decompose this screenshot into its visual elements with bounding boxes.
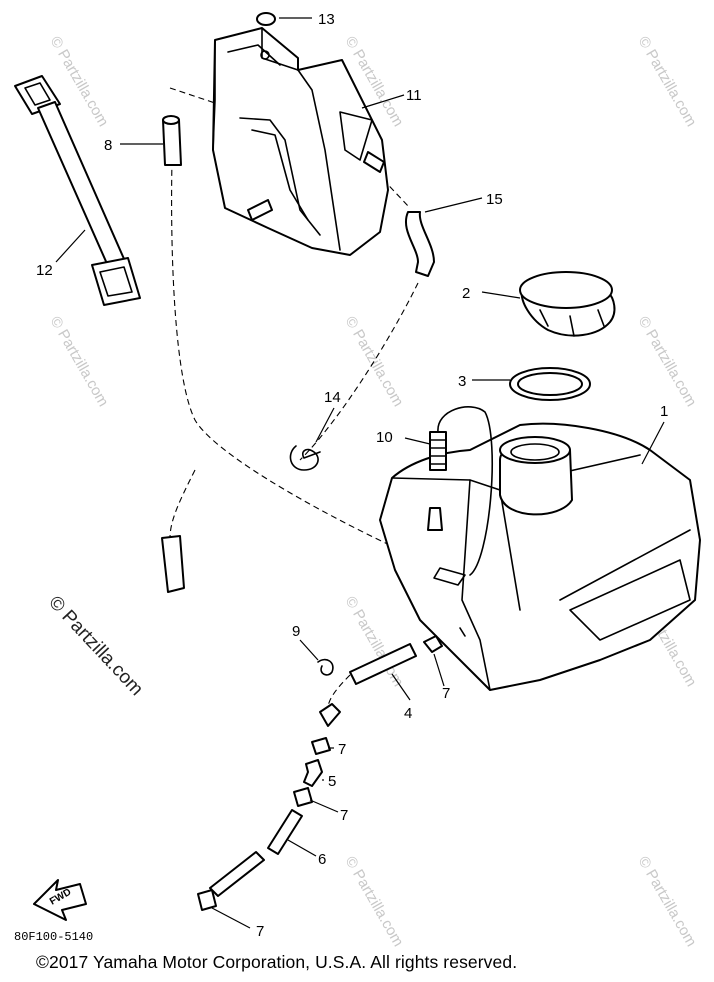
callout-4: 4 xyxy=(404,705,412,722)
callout-7: 7 xyxy=(338,741,346,758)
callout-15: 15 xyxy=(486,191,503,208)
hose-clamps-7 xyxy=(197,635,443,911)
watermark-text: © Partzilla.com xyxy=(342,854,407,950)
callout-9: 9 xyxy=(292,623,300,640)
fuel-tank xyxy=(379,422,701,691)
leader-lines xyxy=(55,17,665,929)
watermark-text: © Partzilla.com xyxy=(47,314,112,410)
fwd-arrow: FWD xyxy=(33,879,87,921)
filler-gasket xyxy=(509,367,591,401)
callout-3: 3 xyxy=(458,373,466,390)
watermark-text: © Partzilla.com xyxy=(635,314,700,410)
hose-clip-9 xyxy=(317,658,334,676)
callout-2: 2 xyxy=(462,285,470,302)
copyright-notice: ©2017 Yamaha Motor Corporation, U.S.A. A… xyxy=(36,952,518,972)
callout-10: 10 xyxy=(376,429,393,446)
reserve-tank xyxy=(212,27,389,256)
callout-labels: 13 11 8 15 12 2 3 1 14 10 9 7 4 7 5 7 6 … xyxy=(36,11,668,940)
filler-cap xyxy=(519,271,616,337)
watermark-text: © Partzilla.com xyxy=(635,854,700,950)
watermark-text: © Partzilla.com xyxy=(635,34,700,130)
callout-11: 11 xyxy=(406,87,422,104)
reserve-tank-cap xyxy=(256,12,276,26)
callout-14: 14 xyxy=(324,389,341,406)
callout-13: 13 xyxy=(318,11,335,28)
callout-5: 5 xyxy=(328,773,336,790)
callout-6: 6 xyxy=(318,851,326,868)
tank-strap xyxy=(14,75,141,306)
hose-clip-14 xyxy=(289,445,321,471)
callout-12: 12 xyxy=(36,262,53,279)
breather-hose-15 xyxy=(405,211,435,277)
callout-7: 7 xyxy=(256,923,264,940)
callout-7: 7 xyxy=(340,807,348,824)
watermark-main: © Partzilla.com xyxy=(44,592,147,700)
callout-1: 1 xyxy=(660,403,668,420)
callout-8: 8 xyxy=(104,137,112,154)
fuel-fitting-5 xyxy=(303,759,323,787)
callout-7: 7 xyxy=(442,685,450,702)
routing-lines xyxy=(169,87,441,707)
fuel-hose-6 xyxy=(209,809,303,897)
fuel-hose-4 xyxy=(319,643,417,727)
overflow-hose-end xyxy=(161,535,185,593)
diagram-code: 80F100-5140 xyxy=(14,930,93,944)
vent-hose-10 xyxy=(429,406,493,576)
breather-hose-8 xyxy=(162,115,182,166)
